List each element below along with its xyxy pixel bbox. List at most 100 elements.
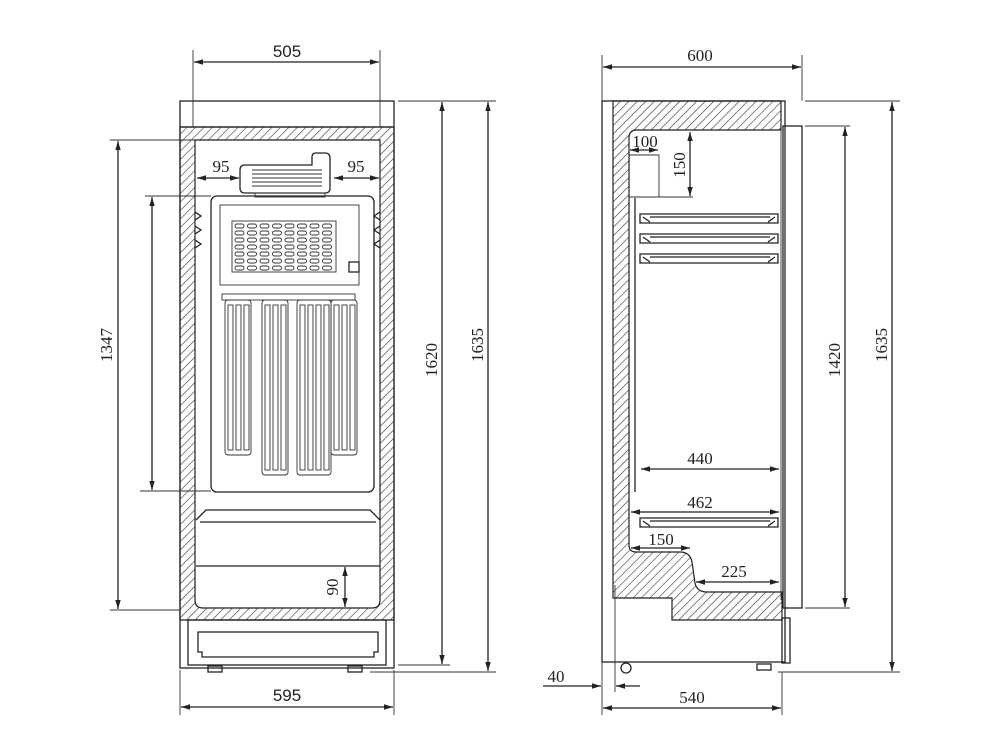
dim-95-right: 95: [348, 157, 365, 176]
shelf: [639, 213, 779, 224]
coil-group: [296, 299, 332, 476]
fan-unit: [239, 152, 331, 198]
insulation-wall: [179, 126, 395, 621]
coil-tube: [322, 244, 332, 250]
coil-tube: [297, 258, 307, 264]
coil-tube: [234, 251, 245, 257]
coil-tube: [247, 258, 257, 264]
coil-tube: [259, 258, 270, 264]
coil-tube: [297, 244, 307, 250]
side-insulation: [612, 100, 783, 621]
coil-tube: [349, 304, 356, 451]
dim-225: 225: [721, 562, 747, 581]
coil-tube: [284, 223, 295, 229]
coil-tube: [309, 258, 320, 264]
coil-tube: [234, 244, 245, 250]
coil-tube: [322, 265, 332, 271]
coil-tube: [309, 251, 320, 257]
coil-tube: [264, 304, 271, 471]
coil-tube: [307, 304, 314, 471]
shelf: [639, 517, 779, 528]
coil-tube: [259, 223, 270, 229]
coil-tube: [272, 251, 282, 257]
front-view: 505 95 95 1347 90 1620 1635 595: [97, 42, 496, 715]
coil-tube: [284, 265, 295, 271]
coil-group: [261, 299, 289, 476]
coil-tube: [259, 265, 270, 271]
dim-595: 595: [273, 686, 301, 705]
coil-tube: [234, 223, 245, 229]
dim-95-left: 95: [213, 157, 230, 176]
coil-tube: [234, 237, 245, 243]
side-view: 600 100 150 440 462 150 225 1420 1635 40…: [543, 46, 900, 715]
coil-tube: [272, 230, 282, 236]
coil-tube: [272, 237, 282, 243]
coil-tube: [297, 251, 307, 257]
dim-150-fan: 150: [670, 152, 689, 178]
coil-tube: [280, 304, 287, 471]
shelf: [639, 253, 779, 264]
dim-1347: 1347: [97, 328, 116, 363]
coil-group: [224, 299, 252, 456]
shelf: [639, 233, 779, 244]
dim-90: 90: [323, 579, 342, 596]
dim-1620: 1620: [422, 343, 441, 377]
coil-tube: [284, 230, 295, 236]
coil-tube: [284, 237, 295, 243]
coil-tube: [247, 265, 257, 271]
coil-tube: [309, 223, 320, 229]
coil-tubes: [234, 223, 332, 271]
coil-tube: [272, 265, 282, 271]
coil-tube: [284, 251, 295, 257]
dim-1635-side: 1635: [872, 328, 891, 362]
coil-tube: [322, 223, 332, 229]
dim-1635-front: 1635: [468, 328, 487, 362]
coil-tube: [227, 304, 234, 451]
coil-tube: [299, 304, 306, 471]
coil-tube: [284, 244, 295, 250]
coil-tube: [272, 244, 282, 250]
coil-tube: [309, 244, 320, 250]
coil-tube: [247, 237, 257, 243]
coil-tube: [297, 265, 307, 271]
evaporator-panel: [210, 195, 375, 493]
coil-tube: [234, 230, 245, 236]
coil-tube: [272, 304, 279, 471]
coil-tube: [235, 304, 242, 451]
coil-tubes-lower: [224, 299, 358, 476]
dim-440: 440: [687, 449, 713, 468]
coil-tube: [297, 230, 307, 236]
coil-tube: [259, 237, 270, 243]
coil-tube: [309, 265, 320, 271]
coil-tube: [309, 230, 320, 236]
wheel: [620, 662, 632, 674]
dim-505: 505: [273, 42, 301, 61]
dim-100: 100: [632, 132, 658, 151]
dim-1420: 1420: [825, 343, 844, 377]
dim-540: 540: [679, 688, 705, 707]
coil-tube: [333, 304, 340, 451]
coil-tube: [315, 304, 322, 471]
coil-tube: [243, 304, 250, 451]
coil-tube: [247, 251, 257, 257]
shelves: [639, 213, 779, 528]
foot: [756, 663, 772, 671]
dim-600: 600: [687, 46, 713, 65]
coil-tube: [322, 251, 332, 257]
coil-tube: [323, 304, 330, 471]
coil-tube: [247, 230, 257, 236]
coil-tube: [297, 237, 307, 243]
coil-tube: [297, 223, 307, 229]
thermostat: [348, 261, 360, 273]
dim-462: 462: [687, 493, 713, 512]
coil-tube: [322, 258, 332, 264]
foot: [207, 665, 223, 673]
coil-tube: [272, 223, 282, 229]
coil-tube: [284, 258, 295, 264]
coil-tube: [247, 223, 257, 229]
coil-tube: [259, 244, 270, 250]
foot: [347, 665, 363, 673]
dim-150-step: 150: [648, 530, 674, 549]
